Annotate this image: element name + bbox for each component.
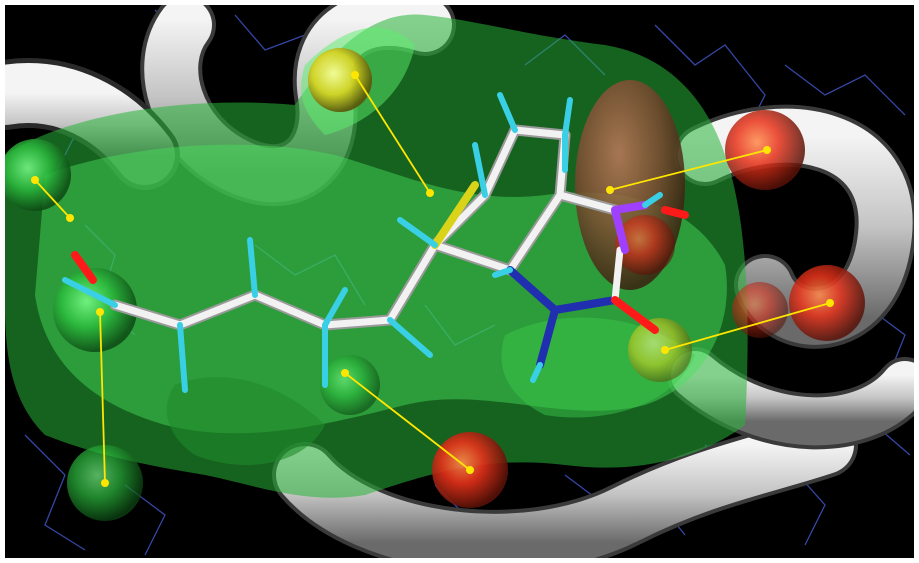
pharmacophore-links bbox=[34, 74, 831, 484]
sphere-yellow-right bbox=[628, 318, 692, 382]
sphere-green-left-mid bbox=[53, 268, 137, 352]
pharmacophore-markers bbox=[31, 71, 834, 487]
sphere-yellow-top bbox=[308, 48, 372, 112]
sphere-green-left-top bbox=[5, 139, 71, 211]
sphere-red-phosphate bbox=[615, 215, 675, 275]
molecular-visualization bbox=[5, 5, 914, 558]
sphere-red-right-2 bbox=[732, 282, 788, 338]
sphere-green-center bbox=[320, 355, 380, 415]
ligand-bonds bbox=[62, 92, 689, 393]
